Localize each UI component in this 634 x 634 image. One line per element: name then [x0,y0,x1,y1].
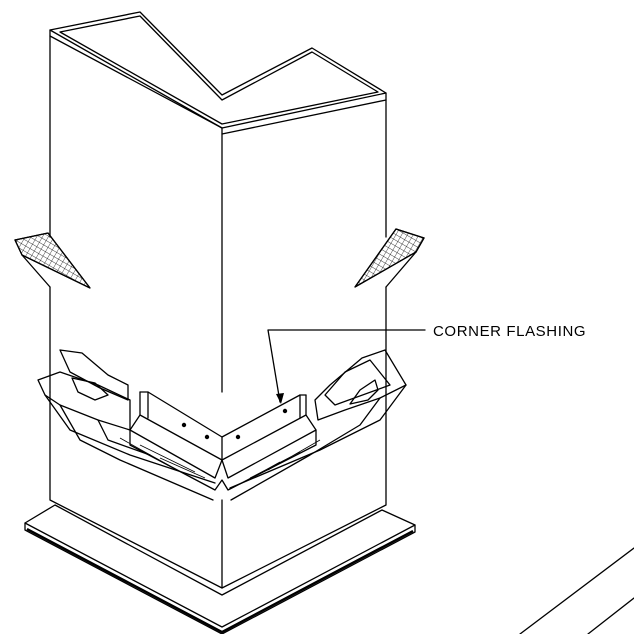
callout-arrowhead [276,393,284,404]
callout-label: CORNER FLASHING [433,323,586,340]
right-tile-course [229,349,407,501]
column-cap-edge [49,29,387,135]
fastener [235,434,241,440]
corner-flashing [129,391,317,491]
callout-leader [267,329,426,403]
fastener [204,434,210,440]
fastener [282,408,288,414]
column-top-cap-inner [59,15,379,125]
right-mesh-wedge [354,228,425,288]
corner-flashing-callout: CORNER FLASHING [267,323,586,404]
left-mesh-wedge [14,232,91,289]
left-tile-course [37,349,216,501]
base-plate [24,504,416,634]
slab-edge [519,547,634,634]
column-block [49,11,387,589]
fastener [181,422,187,428]
